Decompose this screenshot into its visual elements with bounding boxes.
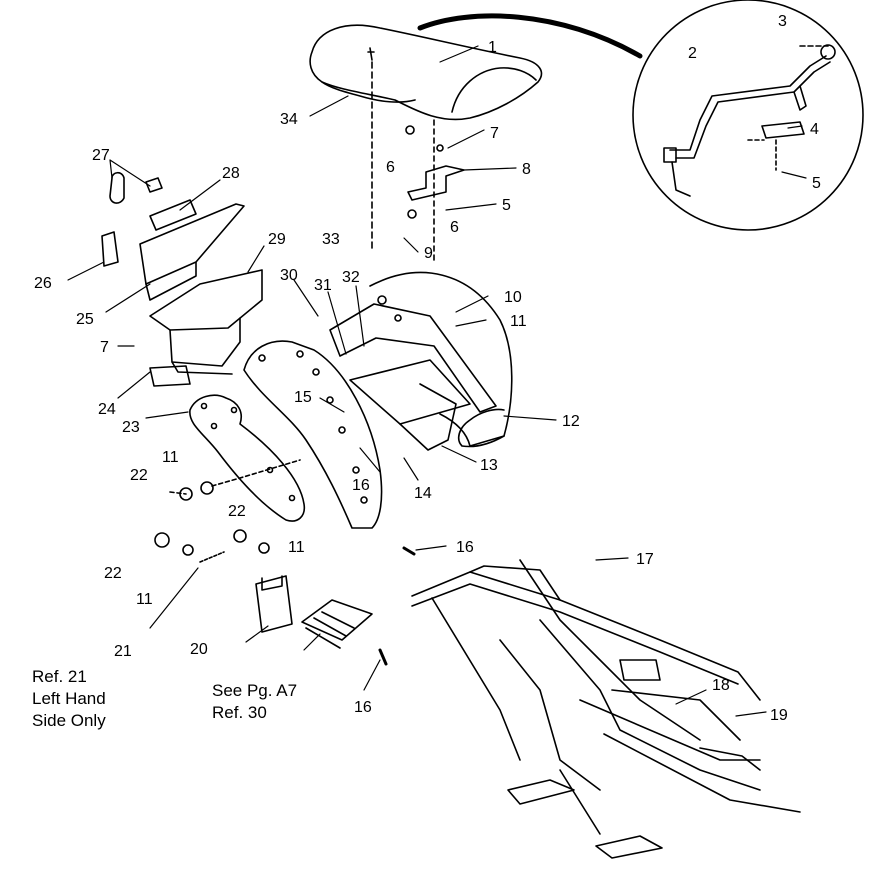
callout-16-lower: 16 — [354, 699, 372, 716]
callout-10: 10 — [504, 289, 522, 306]
callout-3: 3 — [778, 13, 787, 30]
callout-5-inset: 5 — [812, 175, 821, 192]
callout-7-upper: 7 — [490, 125, 499, 142]
callout-20: 20 — [190, 641, 208, 658]
callout-31: 31 — [314, 277, 332, 294]
rear-fender — [329, 271, 513, 451]
callout-29: 29 — [268, 231, 286, 248]
latch-bracket — [405, 119, 465, 261]
frame — [411, 559, 801, 859]
callout-34: 34 — [280, 111, 298, 128]
callout-22-lower: 22 — [104, 565, 122, 582]
callout-14: 14 — [414, 485, 432, 502]
callout-19: 19 — [770, 707, 788, 724]
callout-16-upper: 16 — [352, 477, 370, 494]
callout-labels: 1 2 3 4 5 5 6 6 7 7 8 9 10 11 11 11 11 1… — [34, 13, 821, 724]
callout-32: 32 — [342, 269, 360, 286]
callout-4: 4 — [810, 121, 819, 138]
callout-28: 28 — [222, 165, 240, 182]
callout-24: 24 — [98, 401, 116, 418]
callout-12: 12 — [562, 413, 580, 430]
see-page-line2: Ref. 30 — [212, 703, 267, 722]
callout-1: 1 — [488, 39, 497, 56]
callout-11-mid: 11 — [162, 449, 179, 466]
callout-6-upper: 6 — [386, 159, 395, 176]
detail-inset — [632, 0, 864, 231]
callout-25: 25 — [76, 311, 94, 328]
callout-23: 23 — [122, 419, 140, 436]
callout-2: 2 — [688, 45, 697, 62]
callout-8: 8 — [522, 161, 531, 178]
callout-22-mid: 22 — [228, 503, 246, 520]
cover-panel — [101, 171, 245, 301]
battery-box — [149, 269, 263, 387]
callout-7-left: 7 — [100, 339, 109, 356]
callout-27: 27 — [92, 147, 110, 164]
callout-33: 33 — [322, 231, 340, 248]
callout-30: 30 — [280, 267, 298, 284]
mud-flap — [189, 394, 306, 522]
seat — [309, 24, 543, 251]
callout-9: 9 — [424, 245, 433, 262]
callout-17: 17 — [636, 551, 654, 568]
leader-lines — [67, 45, 807, 717]
side-fender — [243, 340, 383, 529]
callout-21: 21 — [114, 643, 132, 660]
callout-18: 18 — [712, 677, 730, 694]
ref21-line3: Side Only — [32, 711, 106, 730]
callout-5: 5 — [502, 197, 511, 214]
ref21-line1: Ref. 21 — [32, 667, 87, 686]
callout-13: 13 — [480, 457, 498, 474]
see-page-line1: See Pg. A7 — [212, 681, 298, 700]
ref21-note: Ref. 21 Left Hand Side Only — [32, 666, 106, 732]
callout-22-upper: 22 — [130, 467, 148, 484]
see-page-note: See Pg. A7 Ref. 30 — [212, 680, 297, 724]
ref21-line2: Left Hand — [32, 689, 106, 708]
callout-11-upper: 11 — [510, 313, 527, 330]
callout-11-right: 11 — [288, 539, 305, 556]
detail-arrow — [417, 13, 643, 59]
callout-16-mid: 16 — [456, 539, 474, 556]
callout-11-lower: 11 — [136, 591, 153, 608]
callout-15: 15 — [294, 389, 312, 406]
callout-6-lower: 6 — [450, 219, 459, 236]
footrest-bracket — [255, 546, 416, 666]
fasteners — [154, 459, 301, 563]
callout-26: 26 — [34, 275, 52, 292]
